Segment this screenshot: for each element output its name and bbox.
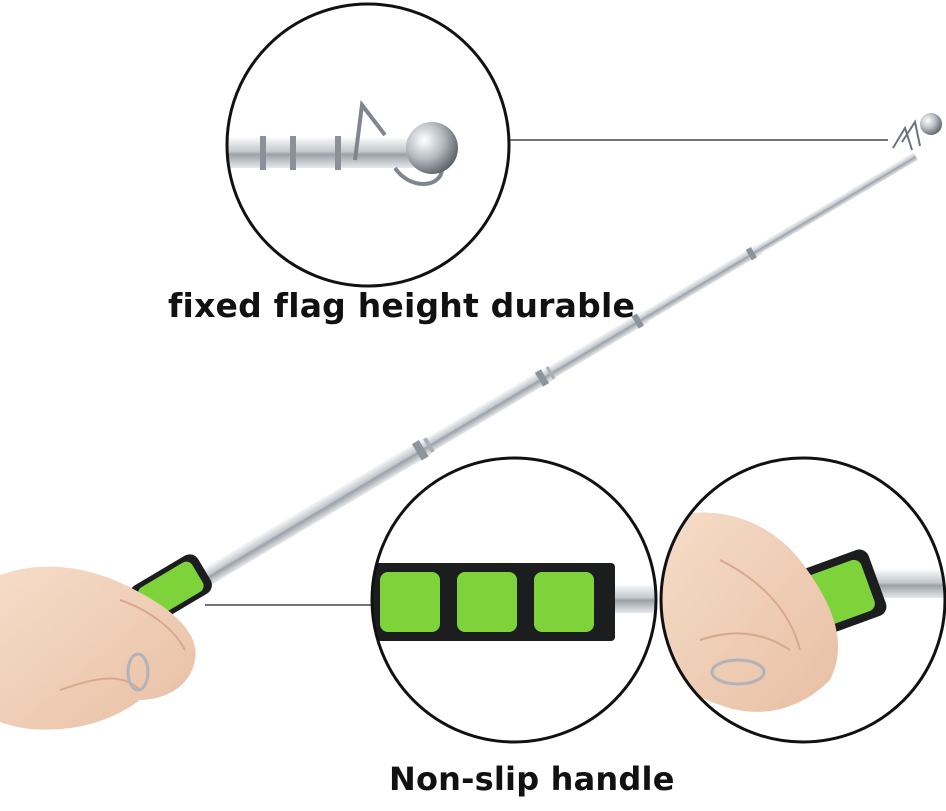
flag-clip-zoom-icon [225, 2, 511, 288]
feature-caption-top: fixed flag height durable [168, 286, 636, 325]
feature-caption-bottom: Non-slip handle [389, 760, 675, 798]
holding-hand [0, 566, 196, 730]
grip-closeup-icon [370, 456, 658, 744]
hand-grip-icon [659, 456, 946, 744]
